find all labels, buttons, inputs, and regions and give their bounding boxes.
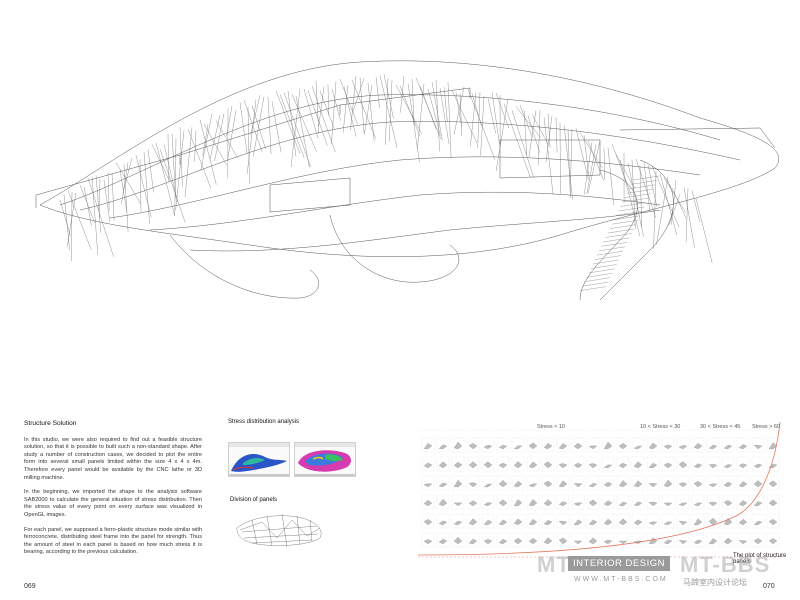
watermark-band: INTERIOR DESIGN [568, 556, 670, 571]
plot-title: The plot of structure panels [733, 553, 787, 565]
text-column: Structure Solution In this studio, we we… [24, 420, 202, 564]
structure-panel-plot [418, 420, 783, 558]
stress-image-left [228, 442, 290, 477]
stress-figure-title: Stress distribution analysis [228, 419, 300, 425]
page-number-right: 070 [763, 583, 775, 590]
paragraph-1: In this studio, we were also required to… [24, 436, 202, 481]
watermark-url: WWW.MT-BBS.COM [574, 576, 668, 583]
section-heading: Structure Solution [24, 420, 77, 427]
paragraph-2: In the beginning, we imported the shape … [24, 489, 202, 518]
watermark-logo-right: MT-BBS [680, 552, 771, 577]
grid-label-4: Stress > 60 [752, 424, 780, 430]
grid-label-1: Stress < 10 [537, 424, 565, 430]
panel-division-drawing [236, 513, 322, 548]
stress-image-right [294, 442, 356, 477]
grid-label-3: 30 < Stress < 45 [700, 424, 741, 430]
division-figure-title: Division of panels [230, 497, 278, 503]
page-number-left: 069 [24, 583, 36, 590]
watermark-logo-left: MT [537, 552, 571, 577]
grid-label-2: 10 < Stress < 30 [640, 424, 681, 430]
paragraph-3: For each panel, we supposed a ferro-plas… [24, 526, 202, 556]
watermark-cn: 马蹄室内设计论坛 [683, 578, 747, 587]
structure-wireframe-drawing [35, 60, 780, 301]
